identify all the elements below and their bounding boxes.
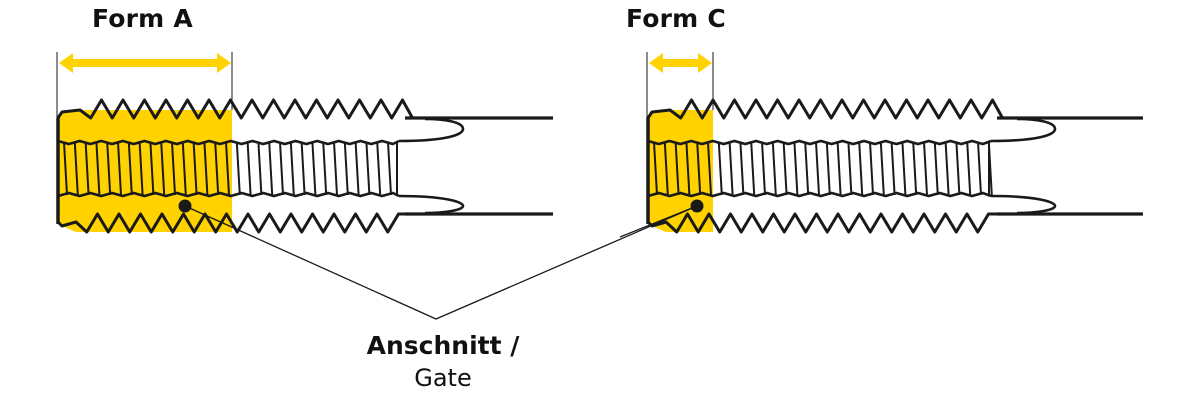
tube-top-fold (990, 117, 1057, 143)
inner-thread-line (869, 141, 874, 196)
tube-top-fold (398, 117, 465, 143)
inner-thread-line (728, 141, 734, 196)
inner-thread-line (300, 141, 306, 196)
inner-thread-line (192, 141, 198, 196)
inner-thread-line (376, 141, 382, 196)
inner-thread-line (127, 141, 133, 196)
form-c-title: Form C (626, 4, 726, 33)
inner-thread-line (160, 141, 166, 196)
inner-thread-line (73, 141, 79, 196)
outer-thread-top (646, 98, 1004, 222)
form-c-insert (646, 52, 1143, 234)
inner-thread-line (225, 141, 230, 196)
inner-thread-line (257, 141, 263, 196)
inner-thread-line (149, 141, 155, 196)
inner-thread-line (923, 141, 928, 196)
inner-thread-line (246, 141, 252, 196)
outer-thread-bottom (56, 212, 405, 234)
inner-thread-line (847, 141, 853, 196)
inner-thread-line (912, 141, 918, 196)
inner-thread-line (663, 141, 669, 196)
inner-thread-line (771, 141, 777, 196)
gate-point-a (178, 199, 192, 213)
inner-thread-line (333, 141, 338, 196)
gate-label: Anschnitt / Gate (340, 330, 546, 394)
inner-thread-line (793, 141, 799, 196)
bore-bottom-edge (647, 191, 992, 198)
inner-thread-line (674, 141, 680, 196)
inner-thread-line (322, 141, 328, 196)
inner-thread-line (901, 141, 907, 196)
bore-top-edge (57, 139, 400, 146)
inner-thread-line (365, 141, 371, 196)
inner-thread-line (235, 141, 241, 196)
inner-thread-line (966, 141, 972, 196)
inner-thread-line (815, 141, 820, 196)
length-double-arrow-icon (649, 53, 712, 73)
inner-thread-line (836, 141, 842, 196)
gate-label-german: Anschnitt / (366, 331, 520, 360)
inner-thread-line (387, 141, 392, 196)
inner-thread-line (171, 141, 176, 196)
inner-thread-line (890, 141, 896, 196)
inner-thread-line (804, 141, 810, 196)
inner-thread-line (214, 141, 220, 196)
inner-thread-line (343, 141, 349, 196)
gate-label-english: Gate (414, 364, 472, 392)
inner-thread-line (955, 141, 961, 196)
gate-leader-line-c (619, 205, 698, 238)
length-double-arrow-icon (59, 53, 231, 73)
inner-thread-line (311, 141, 317, 196)
inner-thread-line (354, 141, 360, 196)
form-a-title: Form A (92, 4, 193, 33)
gate-point-c (690, 199, 704, 213)
inner-thread-line (653, 141, 658, 196)
inner-thread-line (117, 141, 122, 196)
inner-thread-line (95, 141, 101, 196)
outer-thread-bottom (646, 212, 997, 234)
gate-callout-lines (178, 199, 704, 320)
inner-thread-line (858, 141, 864, 196)
inner-thread-line (717, 141, 723, 196)
inner-thread-line (696, 141, 702, 196)
tube-bottom-fold (990, 194, 1057, 215)
inner-thread-line (203, 141, 209, 196)
inner-thread-line (879, 141, 885, 196)
inner-thread-line (750, 141, 756, 196)
inner-thread-line (268, 141, 274, 196)
form-a-insert (56, 52, 553, 234)
tube-bottom-fold (398, 194, 465, 215)
inner-thread-line (181, 141, 187, 196)
inner-thread-line (977, 141, 982, 196)
inner-thread-line (707, 141, 712, 196)
inner-thread-line (138, 141, 144, 196)
inner-thread-line (63, 141, 68, 196)
inner-thread-line (289, 141, 295, 196)
inner-thread-line (761, 141, 766, 196)
bore-bottom-edge (57, 191, 400, 198)
inner-thread-line (933, 141, 939, 196)
gate-leader-line (184, 205, 698, 320)
inner-thread-line (106, 141, 112, 196)
inner-thread-line (944, 141, 950, 196)
bore-top-edge (647, 139, 992, 146)
inner-thread-line (685, 141, 691, 196)
inner-thread-line (279, 141, 284, 196)
inner-thread-line (825, 141, 831, 196)
outer-thread-top (56, 98, 414, 222)
inner-thread-line (84, 141, 90, 196)
inner-thread-line (739, 141, 745, 196)
inner-thread-line (782, 141, 788, 196)
